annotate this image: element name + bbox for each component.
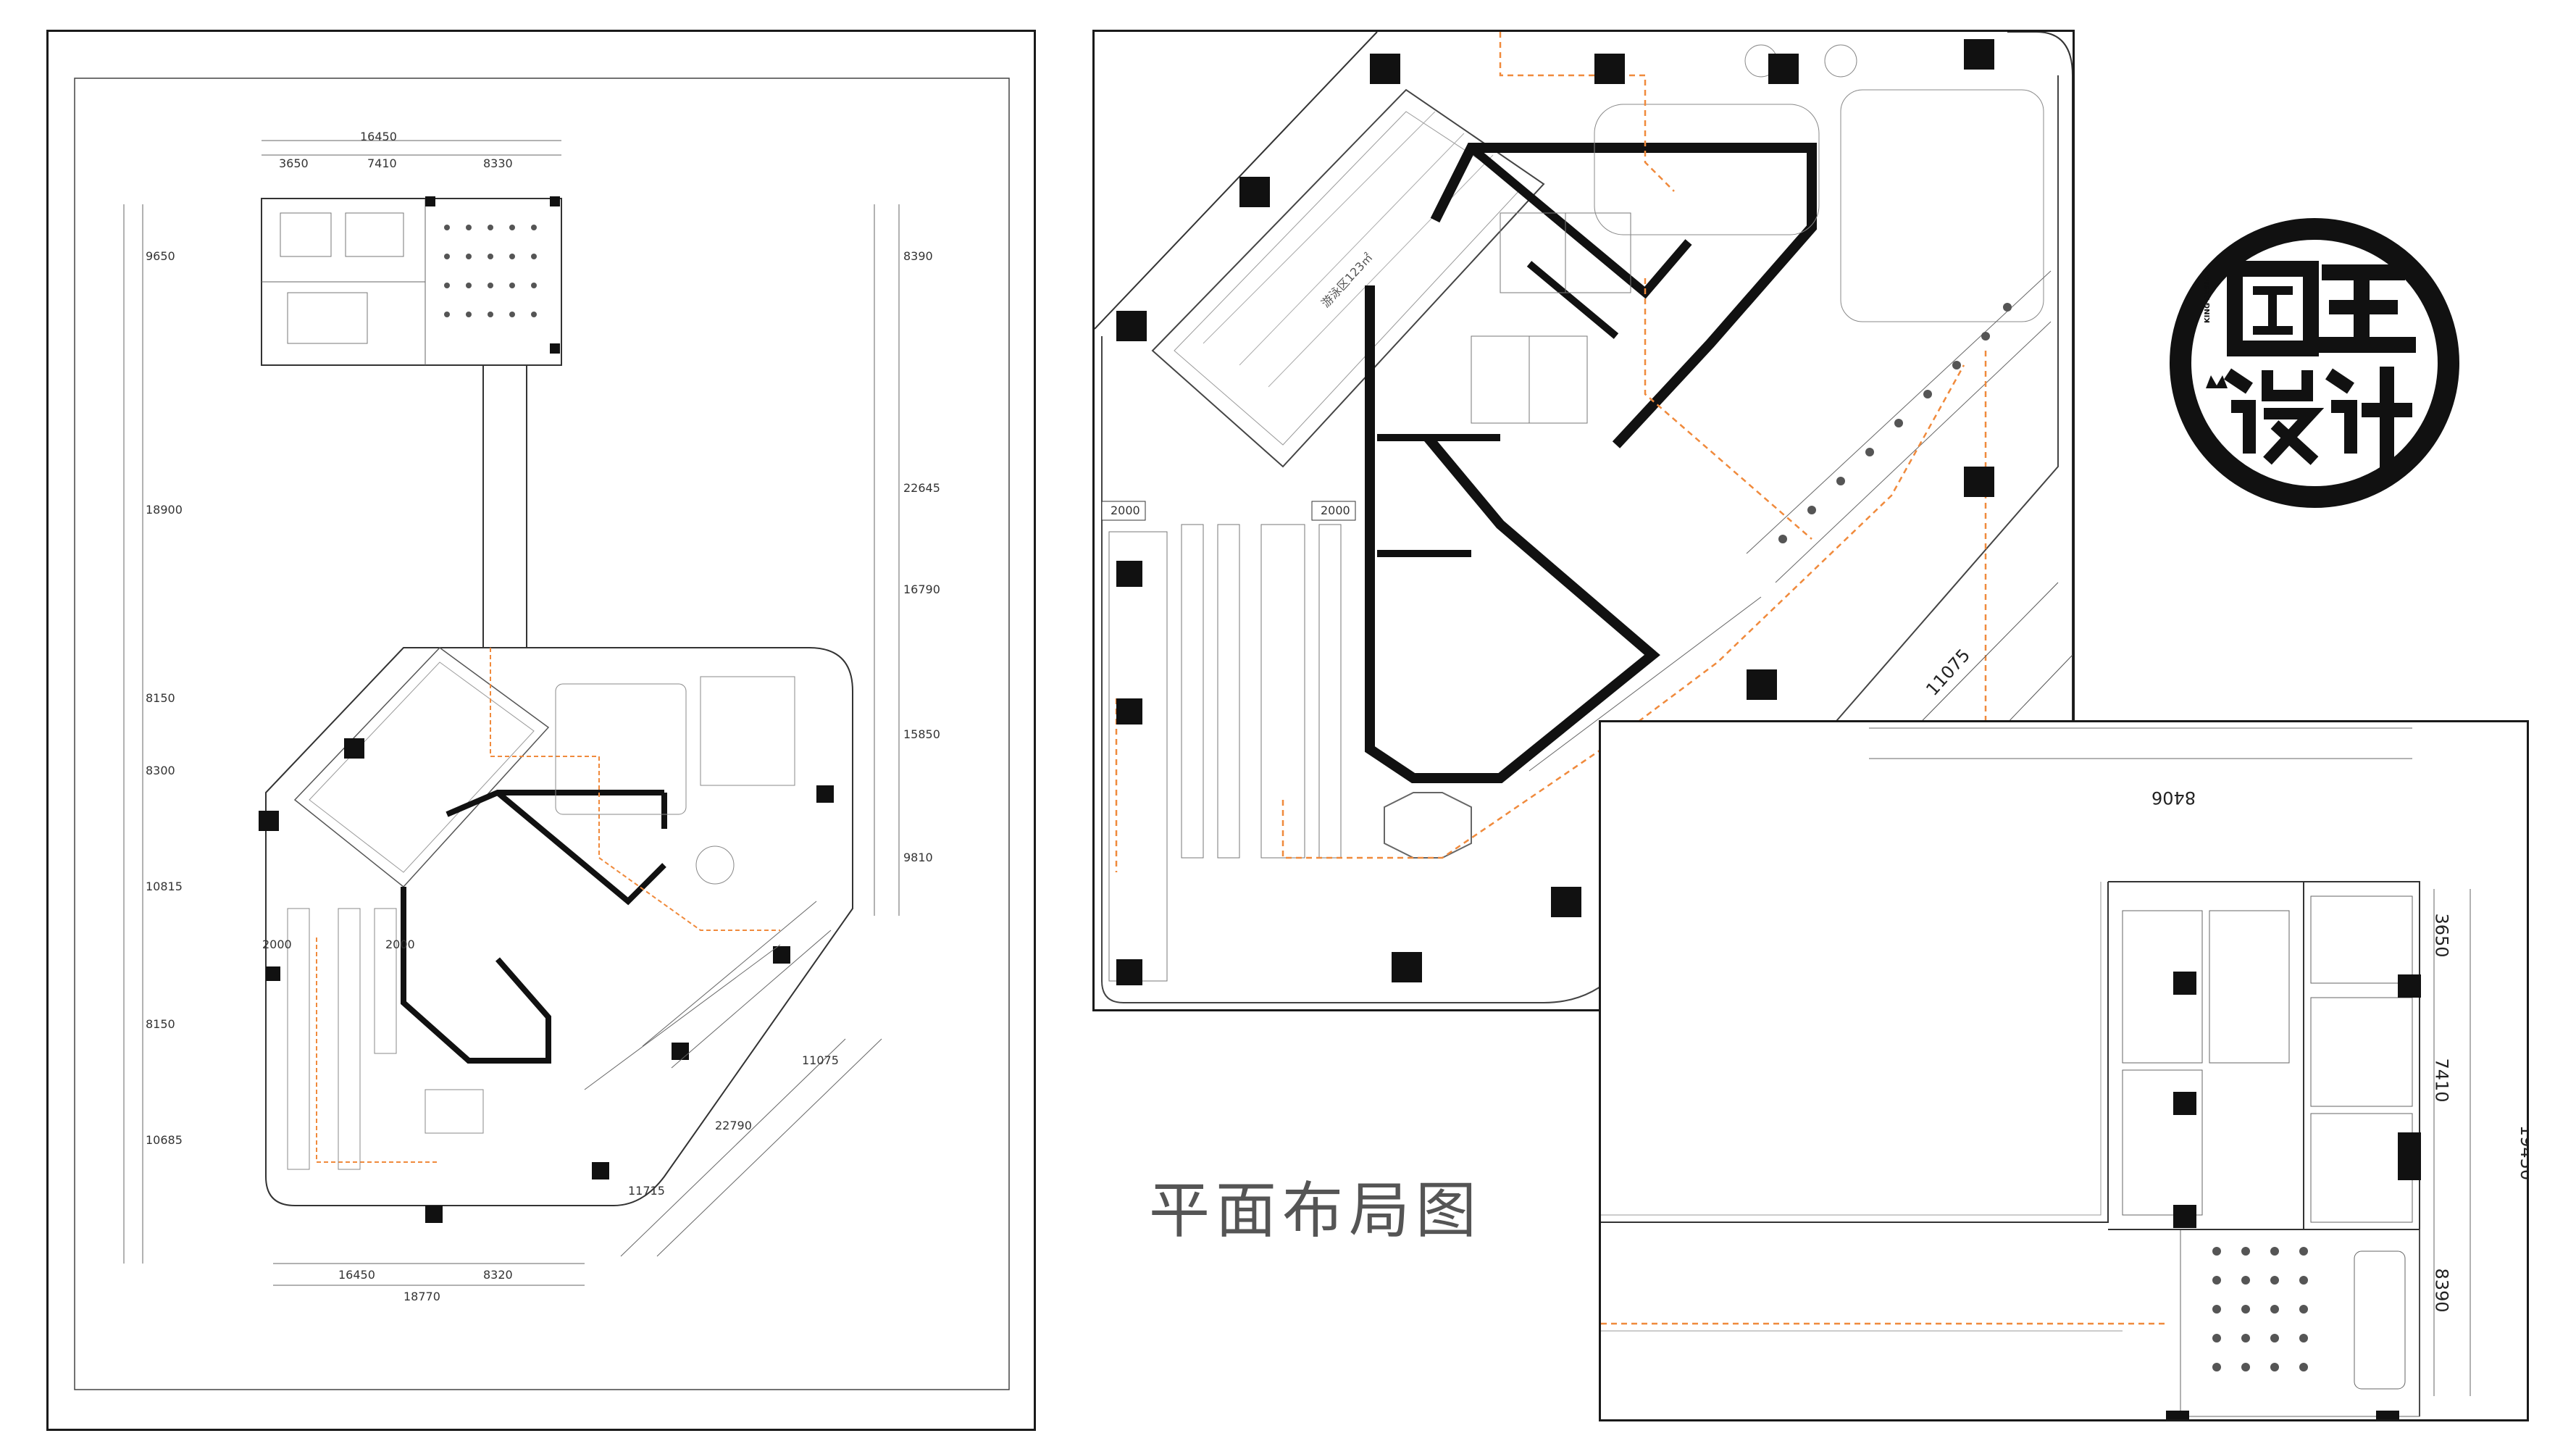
room-label-b: 2000	[385, 938, 415, 951]
dim-left-5: 10815	[146, 880, 183, 893]
drawing-caption: 平面布局图	[1149, 1175, 1483, 1246]
dim-left-3: 8150	[146, 691, 175, 705]
dim-right-4: 15850	[903, 727, 940, 741]
dim-left-1: 9650	[146, 249, 175, 263]
king-design-logo: KING DESIGN	[2166, 214, 2463, 511]
plan-sheet-right: 8406 3650 7410 19450 8390	[1599, 720, 2529, 1421]
dim-bottom-1: 16450	[338, 1268, 375, 1282]
floor-plan-left-drawing	[74, 78, 1010, 1390]
room-label-a: 2000	[262, 938, 292, 951]
dim-diag-3: 11715	[628, 1184, 665, 1198]
right-dim-3: 8390	[2431, 1268, 2452, 1313]
dim-left-2: 18900	[146, 503, 183, 517]
dim-left-4: 8300	[146, 764, 175, 777]
right-dim-total: 19450	[2517, 1124, 2529, 1181]
dim-left-7: 10685	[146, 1133, 183, 1147]
plan-sheet-left: 16450 3650 7410 8330 16450 8320 18770 96…	[46, 30, 1036, 1431]
dim-diag-2: 22790	[715, 1119, 752, 1132]
dim-bottom-2: 8320	[483, 1268, 513, 1282]
logo-subtext: KING DESIGN	[2204, 269, 2212, 323]
dim-bottom-total: 18770	[403, 1290, 440, 1303]
dim-top-1: 3650	[279, 156, 309, 170]
right-top-dim: 8406	[2151, 788, 2196, 808]
dim-top-2: 7410	[367, 156, 397, 170]
center-box-dim-2: 2000	[1321, 504, 1350, 517]
right-dim-2: 7410	[2431, 1058, 2452, 1103]
logo-seal-icon	[2170, 218, 2459, 508]
floor-plan-right-drawing	[1601, 727, 2471, 1419]
center-box-dim-1: 2000	[1111, 504, 1140, 517]
dim-right-2: 22645	[903, 481, 940, 495]
dim-top-total: 16450	[360, 130, 397, 143]
right-dim-1: 3650	[2431, 913, 2452, 958]
dim-right-1: 8390	[903, 249, 933, 263]
dim-left-6: 8150	[146, 1017, 175, 1031]
dim-top-3: 8330	[483, 156, 513, 170]
dim-diag-1: 11075	[802, 1053, 839, 1067]
dim-right-3: 16790	[903, 582, 940, 596]
dim-right-5: 9810	[903, 851, 933, 864]
